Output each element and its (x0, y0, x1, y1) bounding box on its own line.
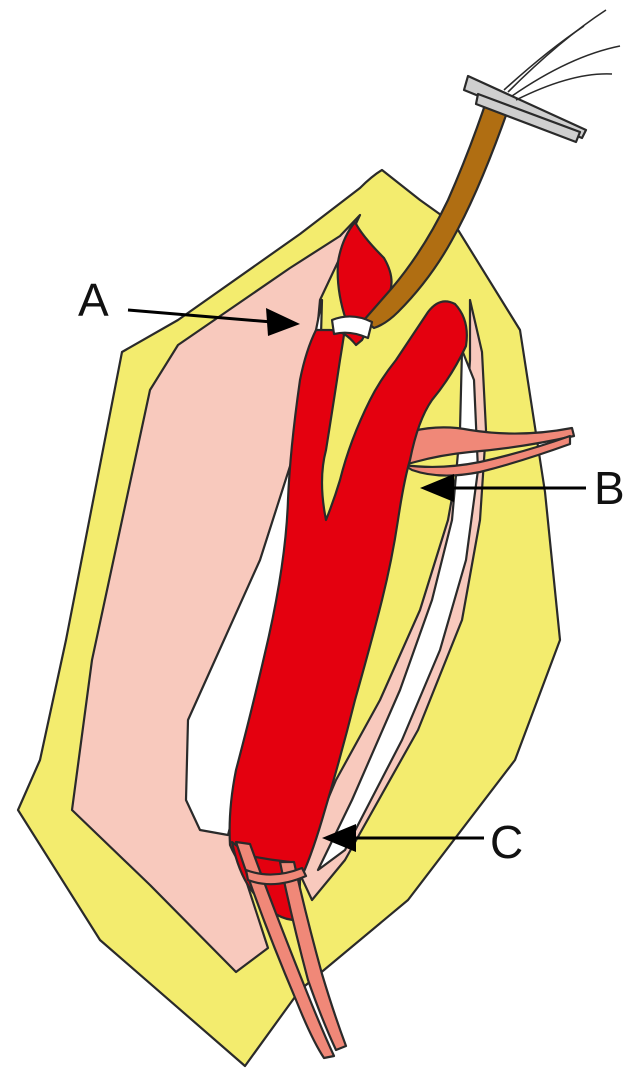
label-c: C (490, 816, 523, 868)
label-b: B (594, 462, 625, 514)
suture-thread-1 (508, 10, 606, 92)
label-a: A (78, 274, 109, 326)
suture-thread-3 (516, 74, 612, 100)
suture-thread-2 (512, 46, 620, 96)
